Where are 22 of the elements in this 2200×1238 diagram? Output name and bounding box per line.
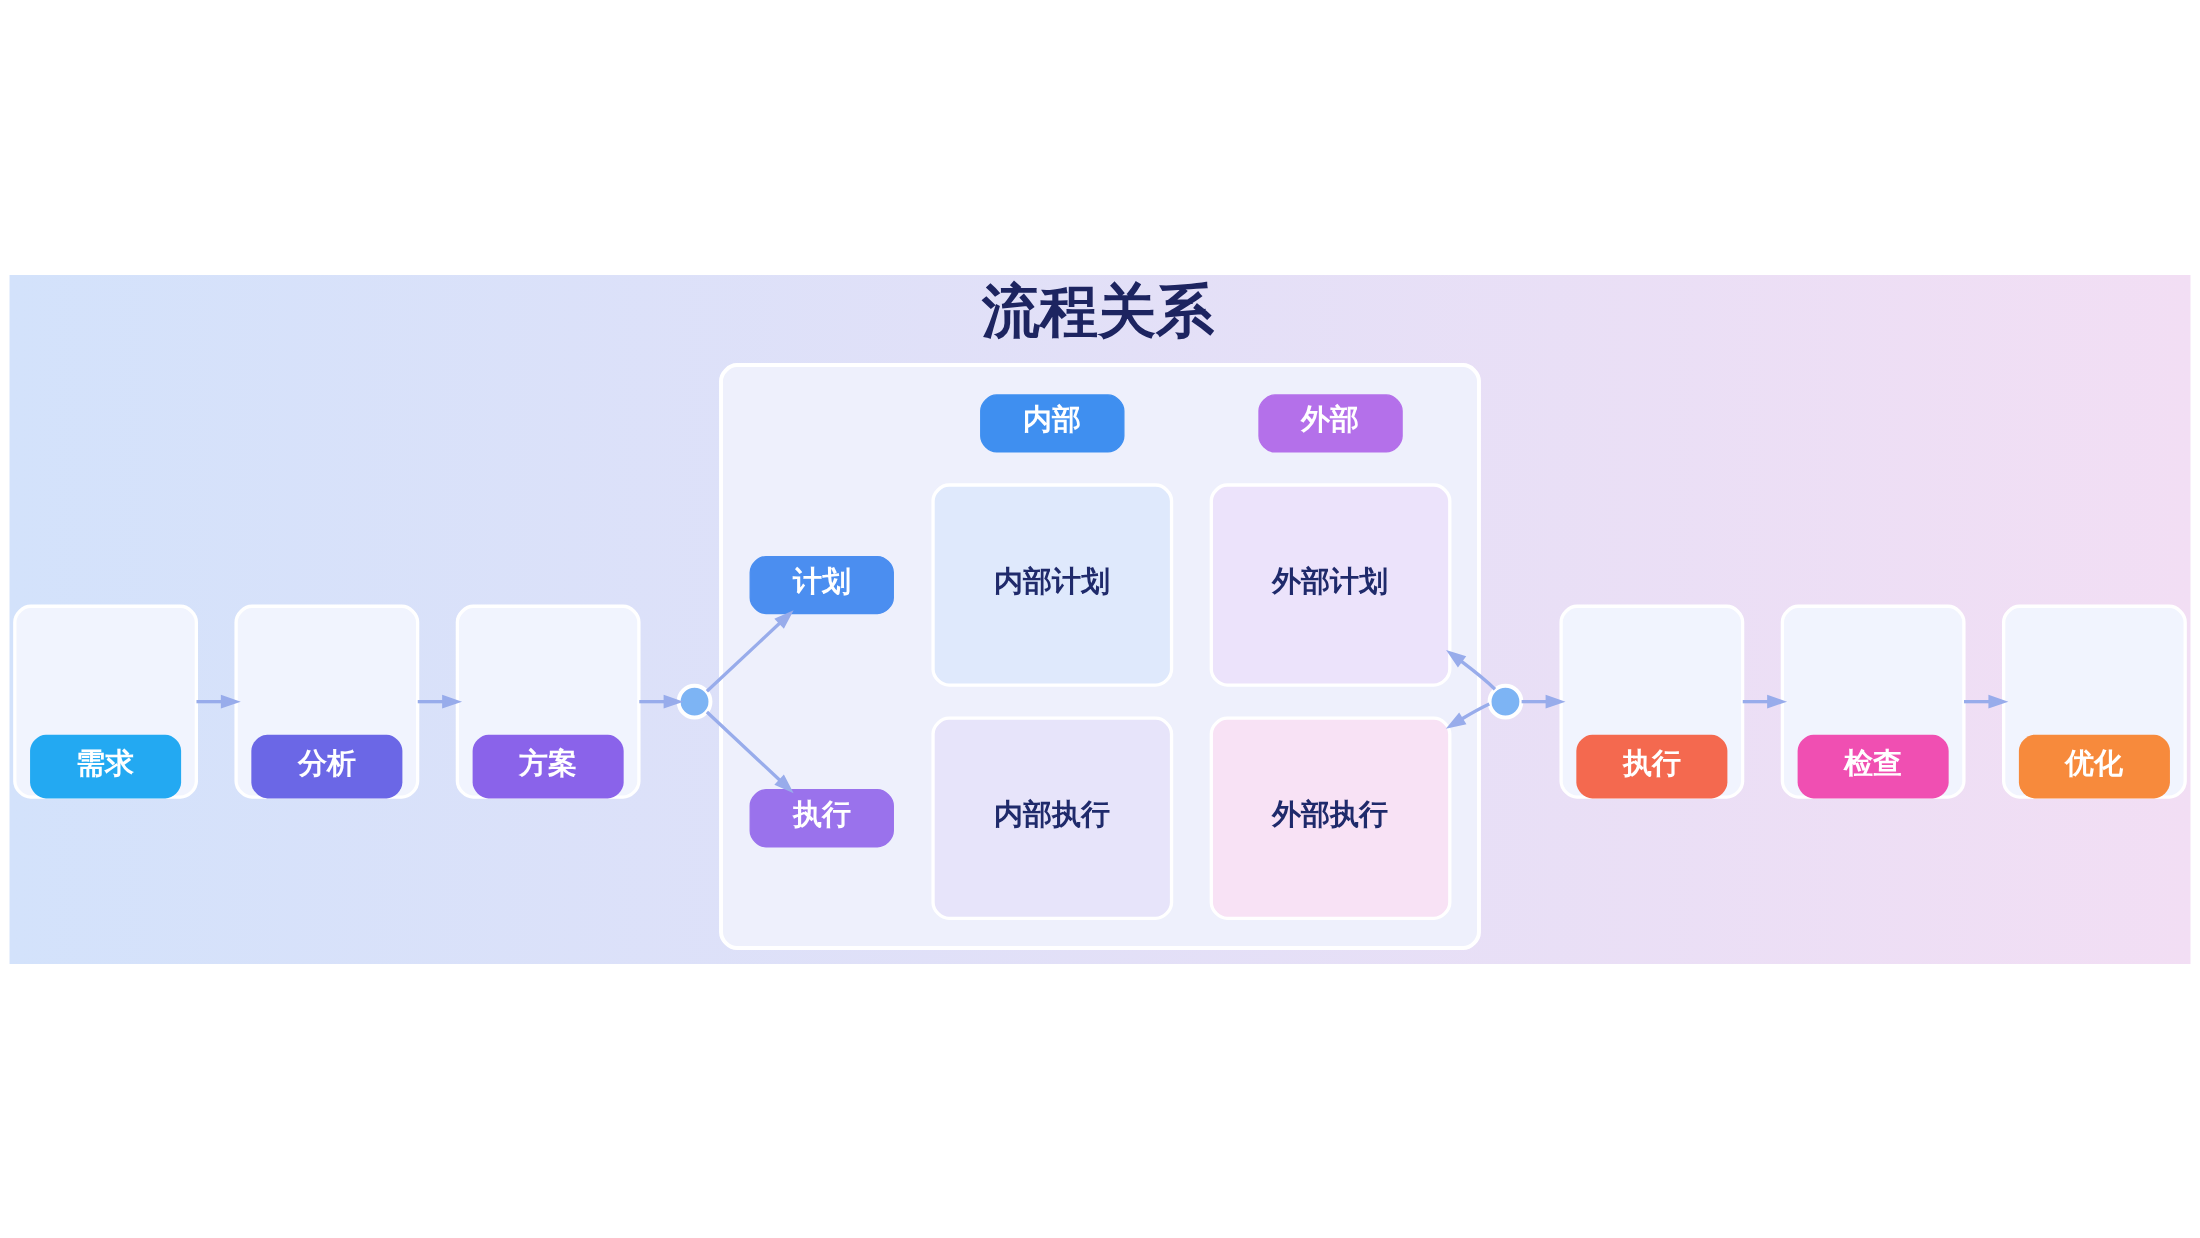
arrow [196,694,241,709]
node-box: 外部执行 [1209,716,1452,920]
node-box: 外部计划 [1209,482,1452,687]
arrow [1445,702,1490,729]
cluster [719,362,1481,950]
node-box: 计划 [749,555,894,614]
arrow [705,710,794,793]
node-box: 内部计划 [931,482,1174,687]
arrow [705,609,794,692]
arrow [639,694,684,709]
node-circle [1487,683,1524,720]
node-box: 内部 [980,393,1125,453]
arrow [1964,694,2009,709]
arrow [1742,694,1788,709]
arrow [1446,649,1497,690]
diagram-title: 流程关系 [982,276,1215,345]
node-box: 执行 [749,788,894,847]
node-box: 内部执行 [931,716,1174,920]
arrow [417,694,463,709]
node-circle [676,683,713,720]
node-box: 外部 [1258,393,1403,453]
arrow [1521,694,1566,709]
